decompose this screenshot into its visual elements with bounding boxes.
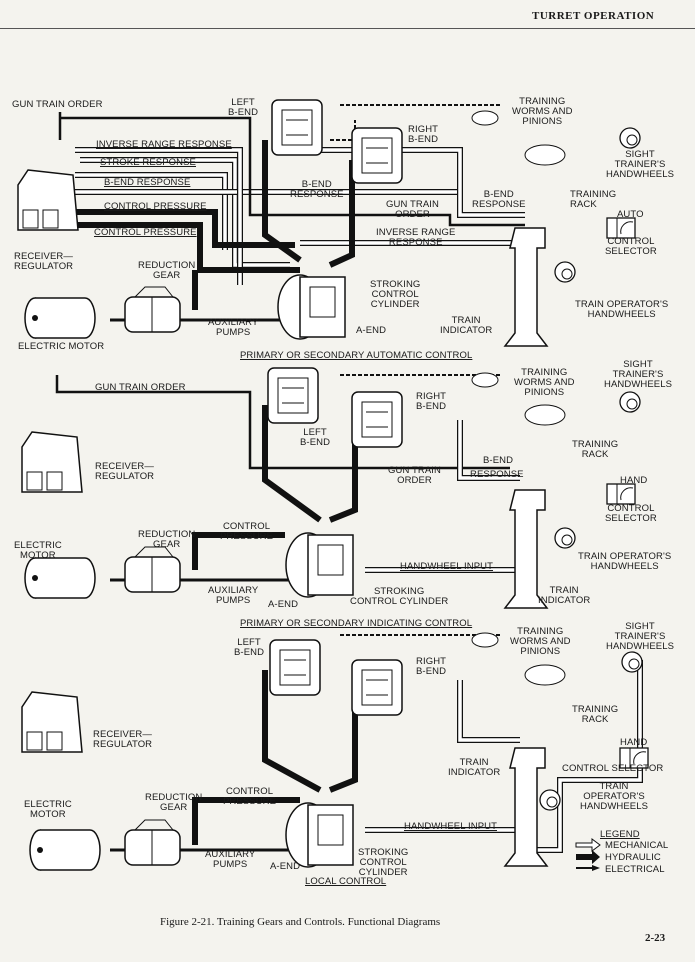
legend-item: MECHANICAL: [605, 840, 669, 851]
label: TRAINING WORMS AND PINIONS: [512, 96, 573, 127]
label: TRAIN INDICATOR: [440, 315, 493, 336]
label: STROKING CONTROL CYLINDER: [370, 279, 421, 310]
panel-local-control: [21, 632, 649, 871]
label: SIGHT TRAINER'S HANDWHEELS: [604, 359, 673, 390]
legend-symbols: [575, 838, 601, 871]
label: TRAINING RACK: [572, 704, 619, 725]
section-header: TURRET OPERATION: [532, 10, 655, 22]
label: B-END RESPONSE: [104, 177, 191, 188]
label: HAND: [620, 475, 648, 486]
label: ELECTRIC MOTOR: [14, 540, 62, 561]
page-number: 2-23: [645, 932, 666, 944]
label: STROKING CONTROL CYLINDER: [358, 847, 409, 878]
hydraulic-arrow-icon: [576, 850, 600, 864]
label: TRAINING WORMS AND PINIONS: [514, 367, 575, 398]
label: GUN TRAIN ORDER: [12, 99, 103, 110]
label: TRAINING RACK: [572, 439, 619, 460]
label: TRAINING WORMS AND PINIONS: [510, 626, 571, 657]
label: RESPONSE: [470, 469, 524, 480]
label: CONTROL PRESSURE: [104, 201, 207, 212]
legend-item: ELECTRICAL: [605, 864, 665, 875]
figure-caption: Figure 2-21. Training Gears and Controls…: [160, 916, 441, 928]
mechanical-arrow-icon: [575, 838, 601, 852]
label: LEFT B-END: [300, 427, 331, 448]
label: AUXILIARY PUMPS: [205, 849, 256, 870]
label: CONTROL PRESSURE: [94, 227, 197, 238]
label: RECEIVER— REGULATOR: [14, 251, 74, 272]
panel-title: PRIMARY OR SECONDARY INDICATING CONTROL: [240, 618, 473, 629]
label: AUXILIARY PUMPS: [208, 585, 259, 606]
label: REDUCTION GEAR: [145, 792, 203, 813]
label: TRAINING RACK: [570, 189, 617, 210]
label: REDUCTION GEAR: [138, 260, 196, 281]
legend-item: HYDRAULIC: [605, 852, 661, 863]
label: RIGHT B-END: [416, 656, 447, 677]
label: LOCAL CONTROL: [305, 876, 387, 887]
label: ELECTRIC MOTOR: [18, 341, 105, 352]
label: B-END RESPONSE: [290, 179, 344, 200]
label: REDUCTION GEAR: [138, 529, 196, 550]
label: GUN TRAIN ORDER: [388, 465, 441, 486]
label: INVERSE RANGE RESPONSE: [96, 139, 232, 150]
label: TRAIN OPERATOR'S HANDWHEELS: [580, 781, 649, 812]
label: HANDWHEEL INPUT: [404, 821, 497, 832]
panel-automatic-control: [17, 99, 641, 347]
label: CONTROL SELECTOR: [605, 503, 657, 524]
label: CONTROL SELECTOR: [605, 236, 657, 257]
label: CONTROL PRESSURE: [220, 521, 274, 542]
label: SIGHT TRAINER'S HANDWHEELS: [606, 149, 675, 180]
label: SIGHT TRAINER'S HANDWHEELS: [606, 621, 675, 652]
label: B-END RESPONSE: [472, 189, 526, 210]
label: AUTO: [617, 209, 644, 220]
label: LEFT B-END: [228, 97, 259, 118]
label: LEFT B-END: [234, 637, 265, 658]
label: HAND: [620, 737, 648, 748]
label: A-END: [356, 325, 387, 336]
label: A-END: [268, 599, 299, 610]
label: TRAIN OPERATOR'S HANDWHEELS: [578, 551, 672, 572]
label: RECEIVER— REGULATOR: [93, 729, 153, 750]
label: AUXILIARY PUMPS: [208, 317, 259, 338]
label: HANDWHEEL INPUT: [400, 561, 493, 572]
label: RIGHT B-END: [408, 124, 439, 145]
label: STROKING CONTROL CYLINDER: [350, 586, 449, 607]
panel-title: PRIMARY OR SECONDARY AUTOMATIC CONTROL: [240, 350, 473, 361]
label: CONTROL PRESSURE: [223, 786, 277, 807]
label: TRAIN OPERATOR'S HANDWHEELS: [575, 299, 669, 320]
label: RECEIVER— REGULATOR: [95, 461, 155, 482]
label: TRAIN INDICATOR: [538, 585, 591, 606]
legend-title: LEGEND: [600, 829, 640, 840]
label: RIGHT B-END: [416, 391, 447, 412]
label: CONTROL SELECTOR: [562, 763, 664, 774]
label: GUN TRAIN ORDER: [386, 199, 439, 220]
label: TRAIN INDICATOR: [448, 757, 501, 778]
label: A-END: [270, 861, 301, 872]
label: GUN TRAIN ORDER: [95, 382, 186, 393]
label: ELECTRIC MOTOR: [24, 799, 72, 820]
header-rule: [0, 28, 695, 29]
label: INVERSE RANGE RESPONSE: [376, 227, 456, 248]
label: B-END: [483, 455, 514, 466]
label: STROKE RESPONSE: [100, 157, 196, 168]
panel-hand-control: [21, 367, 641, 609]
